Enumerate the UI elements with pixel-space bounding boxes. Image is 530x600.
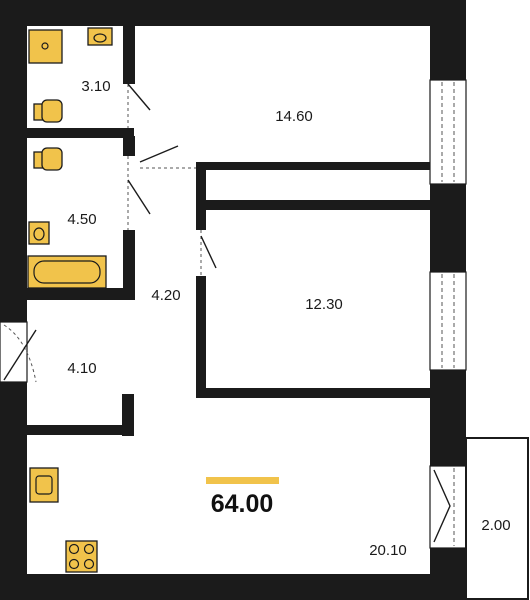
room-area-living-room: 14.60: [275, 108, 313, 125]
balcony-outline: [465, 437, 529, 600]
bath-wall-right-upper: [123, 136, 135, 156]
wc-bath-wall: [22, 128, 134, 138]
interior-walls: [22, 22, 432, 436]
entrance-door[interactable]: [0, 321, 37, 383]
exterior-walls: [0, 0, 466, 600]
right-wall-1: [430, 0, 466, 80]
total-area: 64.00: [211, 490, 274, 518]
room-area-bathroom: 4.50: [67, 211, 96, 228]
top-wall: [0, 0, 466, 26]
window-bedroom: [429, 271, 467, 371]
corridor-wall-upper: [196, 162, 206, 230]
wc-toilet: [33, 99, 63, 123]
bath-wall-bottom: [22, 288, 135, 300]
stove: [65, 540, 98, 573]
bath-wall-right-lower: [123, 230, 135, 300]
room-area-hall: 4.10: [67, 360, 96, 377]
room-area-corridor: 4.20: [151, 287, 180, 304]
bedroom-door[interactable]: [200, 230, 217, 276]
left-wall-lower: [0, 382, 27, 600]
right-wall-2: [430, 184, 466, 272]
room-area-kitchen: 20.10: [369, 542, 407, 559]
windows: [0, 79, 467, 549]
kitchen-sink: [29, 467, 59, 503]
bedroom-top-wall: [196, 200, 432, 210]
bathtub: [27, 255, 107, 289]
wc-sink: [87, 27, 113, 46]
living-bedroom-wall: [196, 162, 432, 170]
wc-door[interactable]: [127, 83, 151, 128]
room-area-balcony: 2.00: [481, 517, 510, 534]
bathroom-door[interactable]: [127, 156, 151, 230]
right-wall-4: [430, 548, 466, 600]
bathroom-toilet: [33, 147, 63, 171]
total-area-accent-bar: [206, 477, 279, 484]
living-door[interactable]: [139, 145, 196, 169]
window-living: [429, 79, 467, 185]
bottom-wall: [0, 574, 466, 600]
fixtures: [27, 27, 113, 573]
room-area-wc: 3.10: [81, 78, 110, 95]
shower-tray: [28, 29, 63, 64]
bedroom-bottom-wall: [196, 388, 432, 398]
bedroom-left-wall: [196, 276, 206, 398]
interior-doors: [127, 83, 217, 276]
balcony-door[interactable]: [429, 465, 467, 549]
hall-kitchen-wall: [22, 425, 134, 435]
room-area-bedroom: 12.30: [305, 296, 343, 313]
left-wall-upper: [0, 0, 27, 322]
wc-wall-right: [123, 22, 135, 84]
right-wall-3: [430, 370, 466, 466]
bathroom-sink: [28, 221, 50, 245]
